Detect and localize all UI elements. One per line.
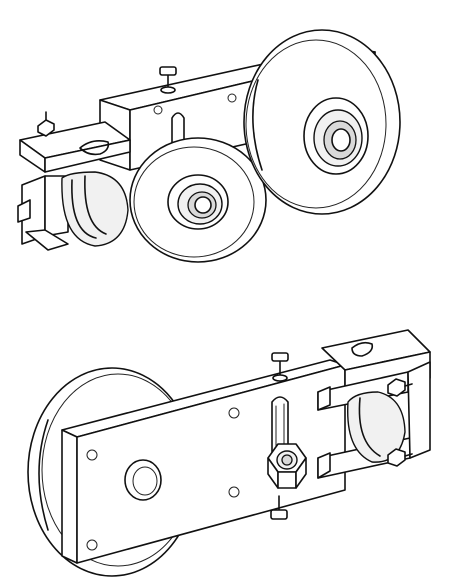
hex-nut-icon <box>267 443 307 489</box>
roller-carriage-rear-view-icon <box>17 29 401 263</box>
small-wheel <box>129 137 267 263</box>
top-stud-icon <box>271 352 289 382</box>
bracket-bolt-upper-icon <box>387 378 413 397</box>
top-bolt-icon <box>159 66 177 94</box>
large-wheel <box>243 29 401 215</box>
bracket-roller-front <box>347 391 406 463</box>
roller-carriage-front-view-icon <box>27 329 431 577</box>
bracket-roller <box>61 171 129 247</box>
bottom-stud-icon <box>270 495 288 520</box>
bracket-bolt-lower-icon <box>387 448 413 467</box>
